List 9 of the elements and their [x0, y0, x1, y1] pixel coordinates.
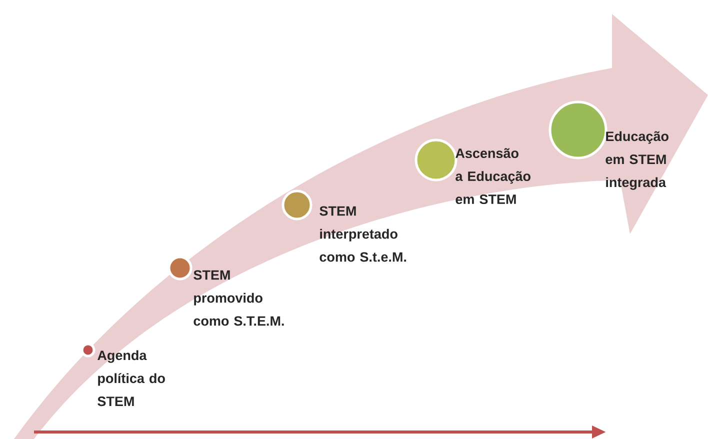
milestone-dot: [80, 342, 96, 358]
milestone-label: Agenda política do STEM: [98, 350, 165, 406]
milestone-label: STEM interpretado como S.t.e.M.: [320, 206, 406, 262]
milestone-dot: [414, 138, 458, 182]
milestone-label: STEM promovido como S.T.E.M.: [194, 270, 284, 326]
milestone-label: Educação em STEM integrada: [606, 131, 668, 190]
milestone-dot: [168, 256, 192, 280]
milestone-dot: [548, 100, 608, 160]
milestone-label: Ascensão a Educação em STEM: [456, 148, 530, 204]
